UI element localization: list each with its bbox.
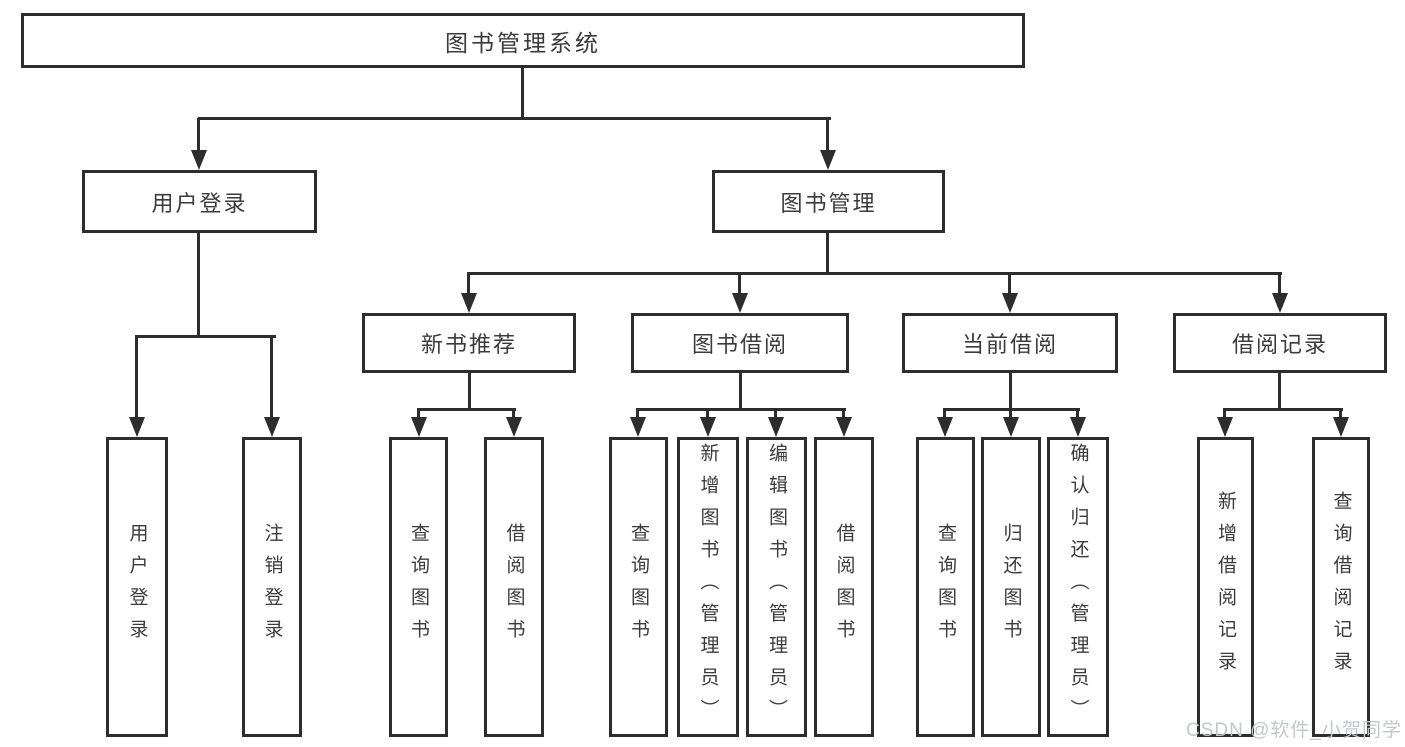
connector-line xyxy=(135,335,276,338)
node-current-borrowing: 当前借阅 xyxy=(902,313,1118,373)
connector-arrow-down xyxy=(264,335,280,437)
leaf-edit-book-admin: 编辑图书（管理员） xyxy=(746,437,807,737)
leaf-add-borrow-record: 新增借阅记录 xyxy=(1197,437,1254,737)
connector-line xyxy=(467,272,1282,275)
leaf-user-login: 用户登录 xyxy=(106,437,168,737)
connector-arrow-down xyxy=(1217,408,1233,437)
connector-line xyxy=(739,373,742,410)
connector-arrow-down xyxy=(1002,272,1018,313)
connector-arrow-down xyxy=(820,118,836,170)
connector-line xyxy=(1009,373,1012,410)
leaf-return-books: 归还图书 xyxy=(981,437,1041,737)
connector-line xyxy=(468,373,471,410)
leaf-query-books-current: 查询图书 xyxy=(916,437,975,737)
connector-arrow-down xyxy=(630,408,646,437)
leaf-borrow-books-borrowing: 借阅图书 xyxy=(814,437,874,737)
connector-arrow-down xyxy=(937,408,953,437)
connector-arrow-down xyxy=(1070,408,1086,437)
node-book-management: 图书管理 xyxy=(712,170,945,233)
leaf-query-borrow-record: 查询借阅记录 xyxy=(1312,437,1370,737)
connector-arrow-down xyxy=(1333,408,1349,437)
connector-line xyxy=(417,408,516,411)
leaf-confirm-return-admin: 确认归还（管理员） xyxy=(1047,437,1109,737)
connector-arrow-down xyxy=(506,408,522,437)
connector-arrow-down xyxy=(1272,272,1288,313)
connector-arrow-down xyxy=(836,408,852,437)
connector-arrow-down xyxy=(461,272,477,313)
connector-arrow-down xyxy=(411,408,427,437)
connector-arrow-down xyxy=(768,408,784,437)
connector-line xyxy=(826,233,829,274)
node-new-book-recommend: 新书推荐 xyxy=(362,313,576,373)
connector-line xyxy=(198,117,831,120)
connector-arrow-down xyxy=(191,118,207,170)
leaf-add-book-admin: 新增图书（管理员） xyxy=(677,437,739,737)
connector-arrow-down xyxy=(700,408,716,437)
node-user-login: 用户登录 xyxy=(82,170,317,233)
leaf-query-books-recommend: 查询图书 xyxy=(389,437,448,737)
connector-arrow-down xyxy=(129,335,145,437)
node-library-management-system: 图书管理系统 xyxy=(21,13,1025,68)
node-book-borrowing: 图书借阅 xyxy=(631,313,849,373)
watermark: CSDN @软件_小贺同学 xyxy=(1186,720,1402,741)
connector-line xyxy=(197,233,200,338)
connector-line xyxy=(1223,408,1343,411)
leaf-borrow-books-recommend: 借阅图书 xyxy=(484,437,544,737)
connector-line xyxy=(1278,373,1281,410)
leaf-query-books-borrowing: 查询图书 xyxy=(609,437,668,737)
connector-arrow-down xyxy=(1003,408,1019,437)
connector-line xyxy=(636,408,846,411)
node-borrowing-records: 借阅记录 xyxy=(1173,313,1387,373)
connector-line xyxy=(521,68,524,118)
leaf-logout: 注销登录 xyxy=(242,437,302,737)
connector-arrow-down xyxy=(732,272,748,313)
